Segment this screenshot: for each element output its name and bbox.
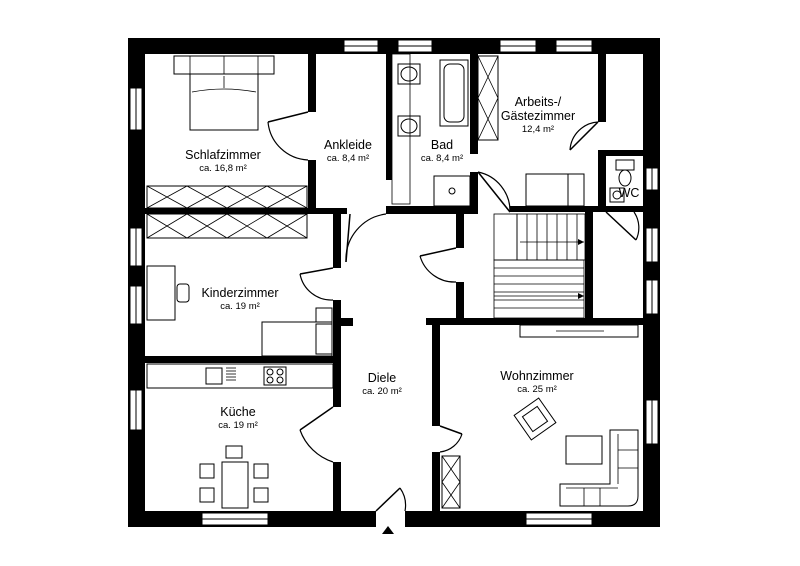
window-right-1 [645, 167, 659, 191]
window-right-3 [645, 279, 659, 315]
room-labels: Schlafzimmer ca. 16,8 m² Ankleide ca. 8,… [185, 95, 639, 431]
area-ankleide: ca. 8,4 m² [327, 153, 369, 164]
wardrobe-kinderzimmer [146, 213, 308, 239]
label-wc: WC [619, 186, 640, 200]
window-right-2 [645, 227, 659, 263]
window-top-3 [499, 39, 537, 53]
label-diele: Diele [368, 371, 397, 385]
door-kinderzimmer [299, 267, 334, 301]
window-left-2 [129, 227, 143, 267]
area-kueche: ca. 19 m² [218, 420, 258, 431]
window-left-4 [129, 389, 143, 431]
area-arbeits: 12,4 m² [522, 124, 554, 135]
interior-walls [145, 54, 643, 511]
wardrobe-schlafzimmer [146, 185, 308, 209]
area-diele: ca. 20 m² [362, 386, 402, 397]
bathroom-fixtures [391, 53, 471, 207]
window-top-4 [555, 39, 593, 53]
double-bed [173, 55, 275, 131]
label-schlafzimmer: Schlafzimmer [185, 148, 261, 162]
area-bad: ca. 8,4 m² [421, 153, 463, 164]
window-left-1 [129, 87, 143, 131]
armchair [513, 397, 557, 441]
label-arbeits-2: Gästezimmer [501, 109, 575, 123]
label-bad: Bad [431, 138, 453, 152]
shelf-arbeits [477, 55, 499, 141]
bed-arbeits [525, 173, 585, 207]
window-bottom-1 [201, 512, 269, 526]
sofa [559, 429, 639, 507]
windows [129, 39, 659, 526]
wc-toilet [609, 159, 635, 203]
door-kueche [299, 406, 334, 463]
doors [267, 111, 640, 512]
sideboard [519, 324, 639, 338]
window-top-1 [343, 39, 379, 53]
window-right-4 [645, 399, 659, 445]
bed-kinderzimmer [261, 307, 333, 357]
door-wc [605, 211, 640, 241]
coffee-table [565, 435, 603, 465]
label-arbeits-1: Arbeits-/ [515, 95, 562, 109]
area-kinderzimmer: ca. 19 m² [220, 301, 260, 312]
door-arbeits [569, 121, 599, 151]
label-wohnzimmer: Wohnzimmer [500, 369, 573, 383]
wardrobe-diele [441, 455, 461, 509]
area-schlafzimmer: ca. 16,8 m² [199, 163, 247, 174]
window-bottom-2 [525, 512, 593, 526]
dining-table [199, 445, 269, 509]
window-left-3 [129, 285, 143, 325]
door-ankleide [345, 213, 387, 263]
window-top-2 [397, 39, 433, 53]
area-wohnzimmer: ca. 25 m² [517, 384, 557, 395]
staircase [493, 213, 586, 319]
label-ankleide: Ankleide [324, 138, 372, 152]
label-kueche: Küche [220, 405, 255, 419]
label-kinderzimmer: Kinderzimmer [201, 286, 278, 300]
door-stair [419, 247, 457, 283]
door-bad [477, 171, 511, 213]
desk-kinderzimmer [146, 265, 190, 321]
entrance-arrow-icon [382, 526, 394, 534]
kitchen-counter [146, 363, 334, 389]
door-entrance [375, 487, 407, 512]
door-wohnzimmer [439, 425, 463, 453]
door-schlafzimmer [267, 111, 309, 161]
